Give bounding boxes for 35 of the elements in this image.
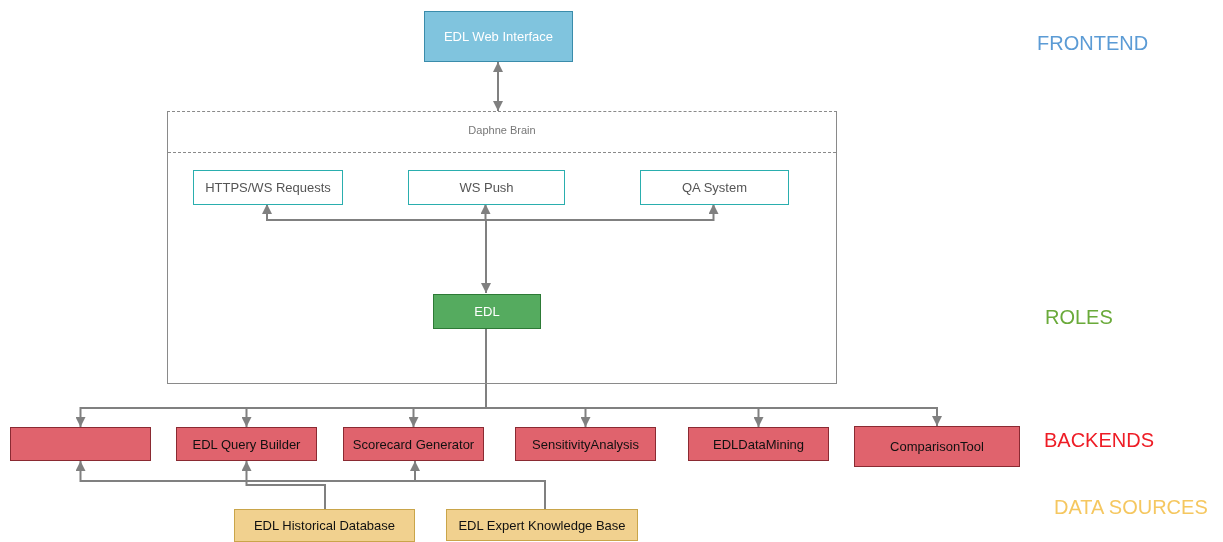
backend-box: [515, 427, 656, 461]
backend-box: [10, 427, 151, 461]
layer-label: FRONTEND: [1037, 32, 1149, 55]
layer-label: BACKENDS: [1044, 429, 1155, 452]
frontend-box: [424, 11, 573, 62]
node-label: EDL Query Builder: [192, 436, 301, 452]
role-box: [640, 170, 789, 205]
arrow: [410, 460, 546, 510]
node-label: ComparisonTool: [890, 439, 984, 454]
layer-label: ROLES: [1045, 306, 1113, 329]
group-title: Daphne Brain: [468, 124, 536, 136]
backend-box: [688, 427, 829, 461]
arrow: [493, 61, 503, 112]
node-label: QA System: [682, 180, 747, 195]
node-label: Scorecard Generator: [352, 436, 475, 452]
node-label: EDL Web Interface: [443, 29, 554, 44]
arrow: [241, 460, 326, 510]
group-panel: [167, 111, 837, 384]
node-label: EDL Expert Knowledge Base: [458, 517, 626, 533]
role-box: [193, 170, 343, 205]
data-source-box: [234, 509, 415, 542]
layer-label: DATA SOURCES: [1054, 496, 1208, 519]
role-box: [408, 170, 565, 205]
backend-box: [854, 426, 1020, 467]
node-label: EDL Historical Database: [253, 518, 396, 533]
node-label: EDLDataMining: [712, 436, 804, 452]
backend-box: [343, 427, 484, 461]
backend-box: [176, 427, 317, 461]
node-label: WS Push: [459, 180, 514, 195]
node-label: SensitivityAnalysis: [532, 436, 639, 452]
core-box: [433, 294, 541, 329]
node-label: HTTPS/WS Requests: [205, 180, 331, 195]
data-source-box: [446, 509, 638, 541]
arrow: [485, 203, 719, 294]
node-label: EDL: [474, 304, 500, 319]
